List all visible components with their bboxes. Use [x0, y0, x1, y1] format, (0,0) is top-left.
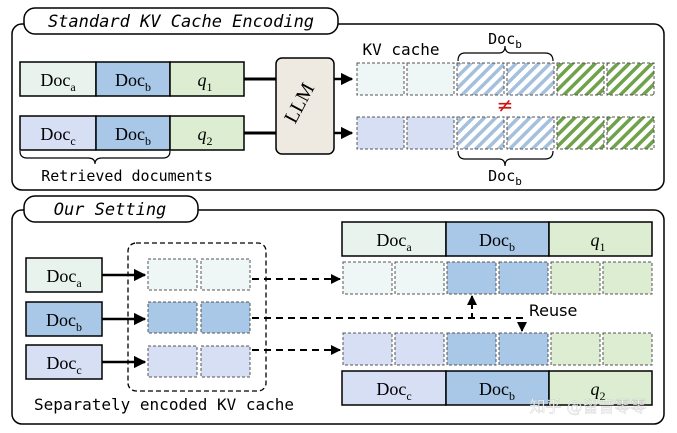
assembled-cache-row-1 — [342, 261, 653, 295]
llm-box — [275, 57, 335, 155]
retrieved-label: Retrieved documents — [41, 167, 213, 185]
sep-doc-b-block — [25, 301, 103, 337]
assembled-cache-row-2 — [342, 332, 653, 366]
assembled-doc-a-label: Doca — [376, 230, 412, 254]
query-1-block — [169, 61, 245, 97]
watermark-text: 知乎 @留音零零 — [529, 397, 646, 416]
cache-cell — [342, 261, 393, 295]
cache-cell — [394, 261, 445, 295]
separately-encoded-label: Separately encoded KV cache — [34, 395, 294, 414]
assembled-query-1-label: q1 — [591, 230, 606, 254]
assembled-query-2-label: q2 — [591, 379, 606, 403]
doc-b-bottom-label: Docb — [488, 167, 522, 188]
cache-cell-hatched-green — [606, 116, 655, 150]
input-row-2: Docc Docb q2 — [19, 115, 245, 151]
cache-cell — [394, 332, 445, 366]
sep-cache-a-cell — [200, 258, 251, 291]
kv-cache-row-2 — [356, 116, 655, 150]
cache-cell — [602, 261, 653, 295]
cache-cell-hatched-blue — [506, 116, 555, 150]
bottom-panel-frame — [11, 209, 665, 425]
bottom-panel-title: Our Setting — [54, 200, 167, 220]
assembled-doc-b-label-2: Docb — [479, 379, 515, 403]
top-panel-title-box — [23, 7, 339, 35]
assembled-doc-c-block — [341, 370, 447, 406]
cache-cell — [550, 332, 601, 366]
sep-cache-b-cell — [147, 301, 198, 334]
doc-c-label: Docc — [40, 124, 75, 148]
doc-a-label: Doca — [40, 70, 76, 94]
cache-cell-hatched-green — [606, 62, 655, 96]
sep-cache-a-cell — [147, 258, 198, 291]
cache-cell — [406, 62, 455, 96]
assembled-query-1-block — [548, 221, 653, 257]
assembled-doc-b-block — [445, 221, 550, 257]
cache-cell — [446, 332, 497, 366]
cache-cell — [342, 332, 393, 366]
sep-doc-b-label: Docb — [46, 310, 82, 334]
cache-cell — [356, 116, 405, 150]
kv-cache-label: KV cache — [362, 40, 439, 59]
sep-cache-b-cell — [200, 301, 251, 334]
cache-cell — [498, 332, 549, 366]
cache-cell — [356, 62, 405, 96]
cache-cell-hatched-green — [556, 116, 605, 150]
assembled-input-row-2: Docc Docb q2 — [341, 370, 653, 406]
query-1-label: q1 — [198, 70, 213, 94]
doc-b-label: Docb — [115, 70, 151, 94]
doc-c-block — [19, 115, 97, 151]
cache-cell-hatched-green — [556, 62, 605, 96]
cache-cell-hatched-blue — [506, 62, 555, 96]
sep-doc-a-label: Doca — [46, 266, 82, 290]
cache-cell — [602, 332, 653, 366]
query-2-label: q2 — [198, 124, 213, 148]
assembled-doc-c-label: Docc — [376, 379, 411, 403]
sep-cache-c-cell — [147, 345, 198, 378]
doc-b-bottom-brace — [457, 150, 554, 167]
doc-a-block — [19, 61, 97, 97]
assembled-query-2-block — [548, 370, 653, 406]
cache-cell-hatched-blue — [456, 116, 505, 150]
cache-cell — [498, 261, 549, 295]
cache-cell — [446, 261, 497, 295]
kv-cache-row-1 — [356, 62, 655, 96]
sep-cache-c-cell — [200, 345, 251, 378]
doc-b-top-brace — [457, 45, 554, 62]
doc-b-top-label: Docb — [488, 30, 522, 51]
top-panel-frame — [11, 23, 665, 191]
cache-cell — [406, 116, 455, 150]
reuse-label: Reuse — [529, 301, 578, 320]
assembled-doc-b-label: Docb — [479, 230, 515, 254]
query-2-block — [169, 115, 245, 151]
reuse-b-down-arrow — [252, 317, 527, 332]
not-equal-sign: ≠ — [497, 93, 514, 117]
cache-cell-hatched-blue — [456, 62, 505, 96]
bottom-panel-title-box — [23, 195, 199, 223]
doc-b-label-2: Docb — [115, 124, 151, 148]
cache-cell — [550, 261, 601, 295]
top-panel-title: Standard KV Cache Encoding — [48, 12, 314, 32]
retrieved-brace — [19, 150, 171, 165]
assembled-input-row-1: Doca Docb q1 — [341, 221, 653, 257]
input-row-1: Doca Docb q1 — [19, 61, 245, 97]
sep-doc-c-label: Docc — [46, 353, 81, 377]
